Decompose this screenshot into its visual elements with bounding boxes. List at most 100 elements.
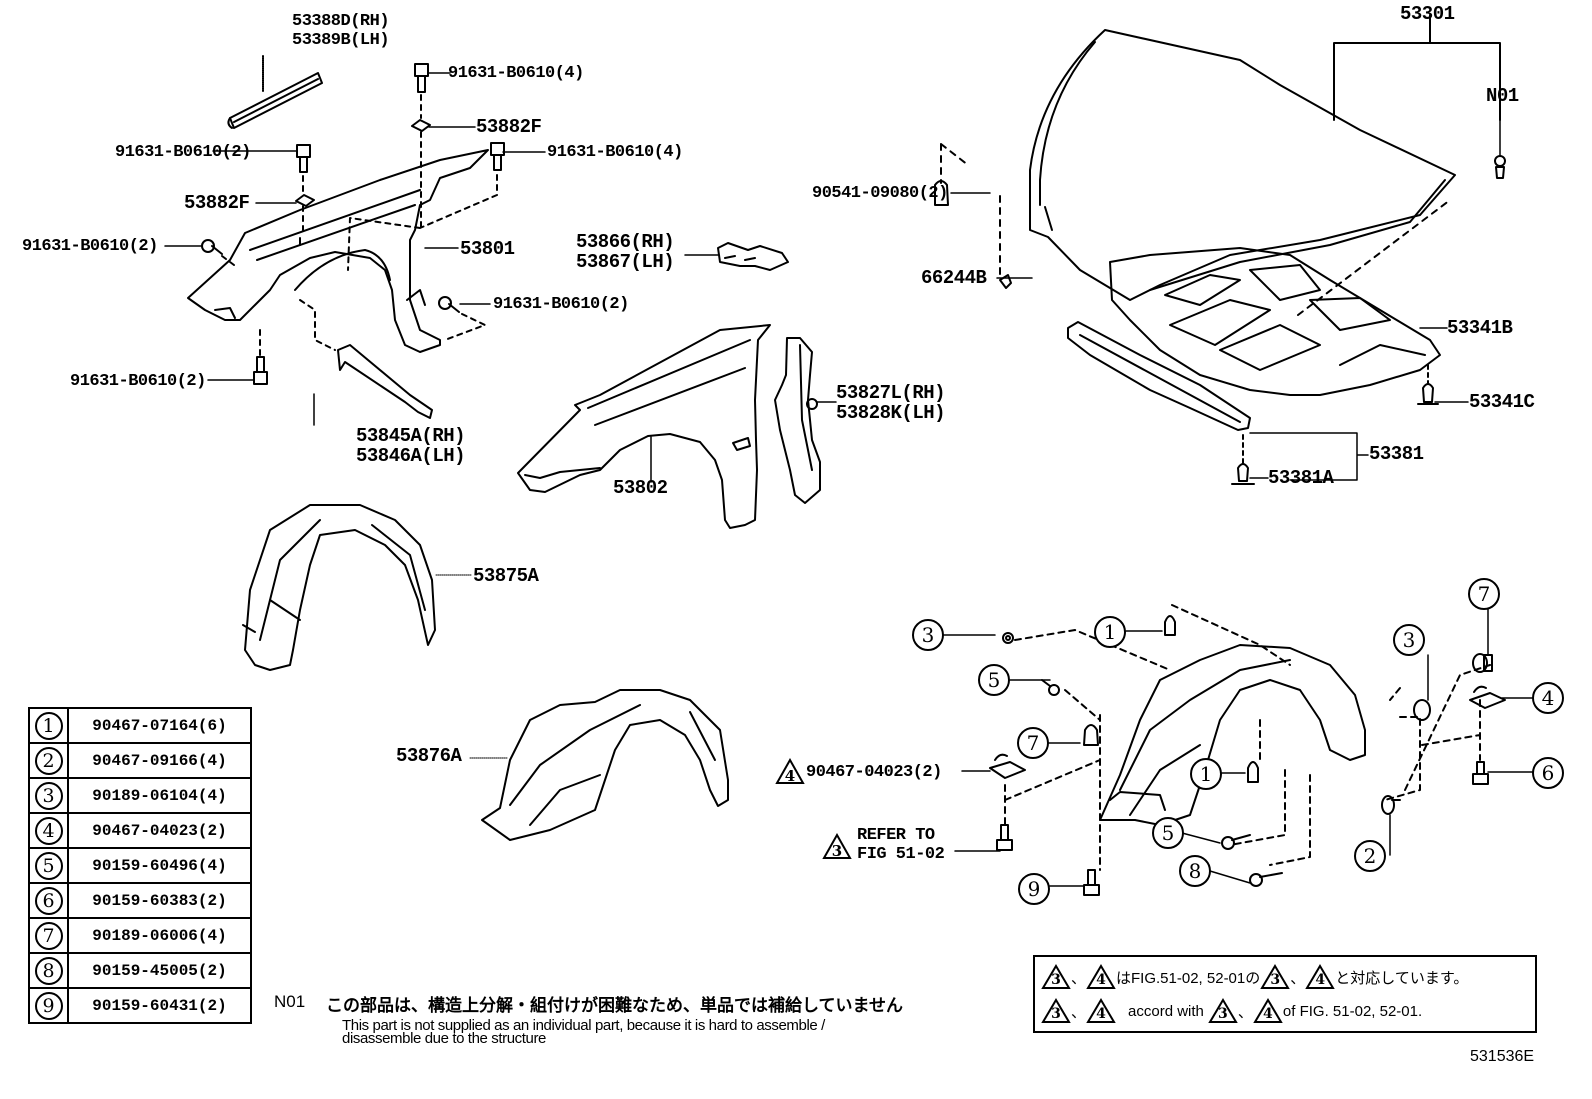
brace-53845a-drawing <box>313 344 433 426</box>
note-japanese: この部品は、構造上分解・組付けが困難なため、単品では補給していません <box>326 996 903 1016</box>
legend-number-cell: 1 <box>28 707 69 744</box>
hood-53301-drawing <box>1029 29 1456 301</box>
legend-number-cell: 5 <box>28 847 69 884</box>
label-53845a: 53845A(RH) <box>356 425 466 447</box>
legend-number-cell: 9 <box>28 987 69 1024</box>
legend-number: 7 <box>34 921 63 950</box>
legend-part-number: 90467-04023(2) <box>67 812 252 849</box>
label-53341c: 53341C <box>1469 391 1535 413</box>
legend-part-number: 90189-06104(4) <box>67 777 252 814</box>
fastener-7-left-drawing <box>1083 724 1099 746</box>
triangle-icon <box>822 833 852 859</box>
legend-number: 3 <box>34 781 63 810</box>
clip-53882f-top-drawing <box>411 119 431 132</box>
triangle-3-icon: 3 <box>1041 964 1071 990</box>
dash-line <box>444 313 486 341</box>
callout-3: 3 <box>1393 624 1425 656</box>
label-53381: 53381 <box>1369 443 1424 465</box>
insulator-53341b-drawing <box>1109 247 1441 396</box>
liner-assembly-drawing <box>1099 644 1366 826</box>
callout-9: 9 <box>1018 873 1050 905</box>
label-bolt-91631-right-top: 91631-B0610(4) <box>547 143 683 162</box>
bracket-53301-leader <box>1333 14 1501 121</box>
label-refer-to: REFER TO <box>857 826 935 845</box>
legend-number: 1 <box>34 711 63 740</box>
figure-correspondence-box: 3 、 4 はFIG.51-02, 52-01の 3 、 4 と対応しています。… <box>1033 955 1537 1033</box>
label-53341b: 53341B <box>1447 317 1513 339</box>
dash-line <box>1004 604 1491 871</box>
fastener-9-drawing <box>1083 869 1100 896</box>
fastener-4-right-drawing <box>1469 685 1506 709</box>
label-bolt-91631-right-mid: 91631-B0610(2) <box>493 295 629 314</box>
legend-part-number: 90159-60496(4) <box>67 847 252 884</box>
fastener-3-left-drawing <box>1002 632 1014 644</box>
label-53846a: 53846A(LH) <box>356 445 466 467</box>
dash-line <box>299 299 336 351</box>
label-53388d: 53388D(RH) <box>292 12 390 31</box>
label-53381a: 53381A <box>1268 467 1334 489</box>
label-n01: N01 <box>1486 85 1519 107</box>
legend-part-number: 90467-07164(6) <box>67 707 252 744</box>
fender-apron-53801-drawing <box>187 149 489 353</box>
fastener-7-right-drawing <box>1472 653 1493 673</box>
label-53882f-top: 53882F <box>476 116 542 138</box>
dash-line <box>221 255 239 269</box>
bolt-91631-right-mid-drawing <box>438 296 460 313</box>
triangle-4-icon: 4 <box>1253 998 1283 1024</box>
hood-stop-n01-drawing <box>1494 155 1506 179</box>
bolt-91631-left-mid-drawing <box>201 239 223 255</box>
triangle-3-icon: 3 <box>1260 964 1291 990</box>
fastener-5-left-drawing <box>1041 679 1060 696</box>
note-code: N01 <box>274 992 306 1011</box>
label-bolt-91631-top: 91631-B0610(4) <box>448 64 584 83</box>
label-53866: 53866(RH) <box>576 231 675 253</box>
fastener-refer-bolt-drawing <box>996 824 1013 851</box>
fastener-8-drawing <box>1249 872 1283 887</box>
callout-8: 8 <box>1179 855 1211 887</box>
fastener-3-right-drawing <box>1413 699 1431 721</box>
callout-4: 4 <box>1532 682 1564 714</box>
bolt-91631-left-low-drawing <box>253 356 268 385</box>
figure-id: 531536E <box>1470 1048 1535 1065</box>
legend-number: 2 <box>34 746 63 775</box>
triangle-3-icon: 3 <box>1208 998 1238 1024</box>
seal-53827l-drawing <box>774 337 821 504</box>
label-53867: 53867(LH) <box>576 251 675 273</box>
note-english: This part is not supplied as an individu… <box>342 1018 825 1047</box>
callout-leaders <box>164 72 1534 887</box>
legend-number: 5 <box>34 851 63 880</box>
molding-53388d-drawing <box>227 55 323 129</box>
clip-90541-drawing <box>934 180 949 206</box>
callout-2: 2 <box>1354 840 1386 872</box>
legend-number-cell: 7 <box>28 917 69 954</box>
dash-line <box>347 174 498 271</box>
callout-3: 3 <box>912 619 944 651</box>
clip-53381a-drawing <box>1231 463 1255 485</box>
legend-number-cell: 8 <box>28 952 69 989</box>
callout-7: 7 <box>1017 727 1049 759</box>
label-53876a: 53876A <box>396 745 462 767</box>
label-90541-09080: 90541-09080(2) <box>812 184 948 203</box>
note-english-line2: disassemble due to the structure <box>342 1030 546 1047</box>
callout-1: 1 <box>1190 758 1222 790</box>
label-53875a: 53875A <box>473 565 539 587</box>
triangle-icon <box>775 758 805 784</box>
legend-number: 4 <box>34 816 63 845</box>
legend-part-number: 90467-09166(4) <box>67 742 252 779</box>
label-bolt-91631-left-top: 91631-B0610(2) <box>115 143 251 162</box>
bolt-91631-left-top-drawing <box>296 144 311 173</box>
legend-number: 9 <box>34 991 63 1020</box>
bracket-53381-leader <box>1249 432 1369 481</box>
liner-53875a-drawing <box>242 504 473 671</box>
fender-53802-drawing <box>517 324 771 529</box>
label-66244b: 66244B <box>921 267 987 289</box>
label-53827l: 53827L(RH) <box>836 382 946 404</box>
clip-53882f-left-drawing <box>295 194 315 207</box>
